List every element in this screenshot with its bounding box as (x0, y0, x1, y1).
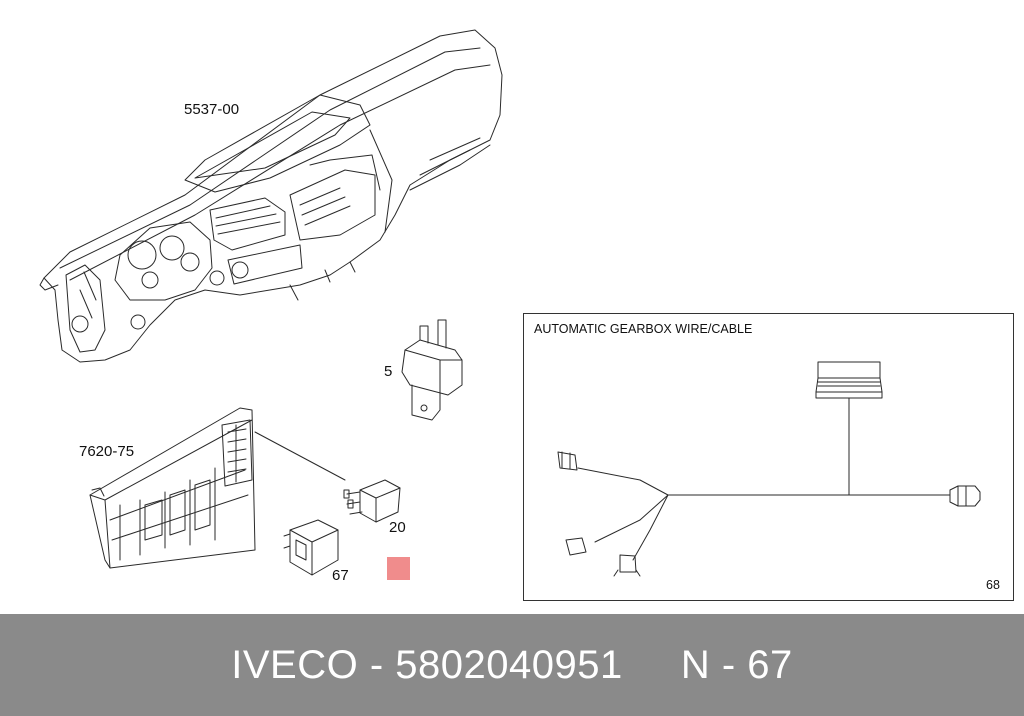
relay-67-drawing (283, 519, 339, 576)
label-dashboard: 5537-00 (184, 101, 240, 118)
footer-part-number: 5802040951 (395, 642, 623, 687)
footer-brand: IVECO (231, 642, 359, 687)
footer-position: N - 67 (680, 642, 793, 687)
inset-title: AUTOMATIC GEARBOX WIRE/CABLE (534, 322, 753, 336)
parts-diagram (39, 29, 981, 577)
inset-number: 68 (986, 578, 1000, 592)
label-relay-20: 20 (389, 519, 406, 536)
footer-gap (623, 643, 681, 688)
gearbox-wire-inset: AUTOMATIC GEARBOX WIRE/CABLE 68 (523, 313, 1014, 601)
leader-line (254, 431, 346, 481)
relay-20-drawing (343, 479, 401, 523)
fuse-box-drawing (89, 407, 256, 569)
footer-caption: IVECO - 5802040951 N - 67 (0, 614, 1024, 716)
gearbox-harness-drawing (557, 361, 981, 577)
footer-bar: IVECO - 5802040951 N - 67 (0, 614, 1024, 716)
dashboard-drawing (39, 29, 503, 363)
label-relay-67: 67 (332, 567, 349, 584)
label-relay-5: 5 (384, 363, 393, 380)
label-fuse-box: 7620-75 (79, 443, 135, 460)
highlight-marker (387, 557, 410, 580)
footer-separator: - (358, 642, 396, 687)
relay-5-drawing (401, 319, 463, 421)
